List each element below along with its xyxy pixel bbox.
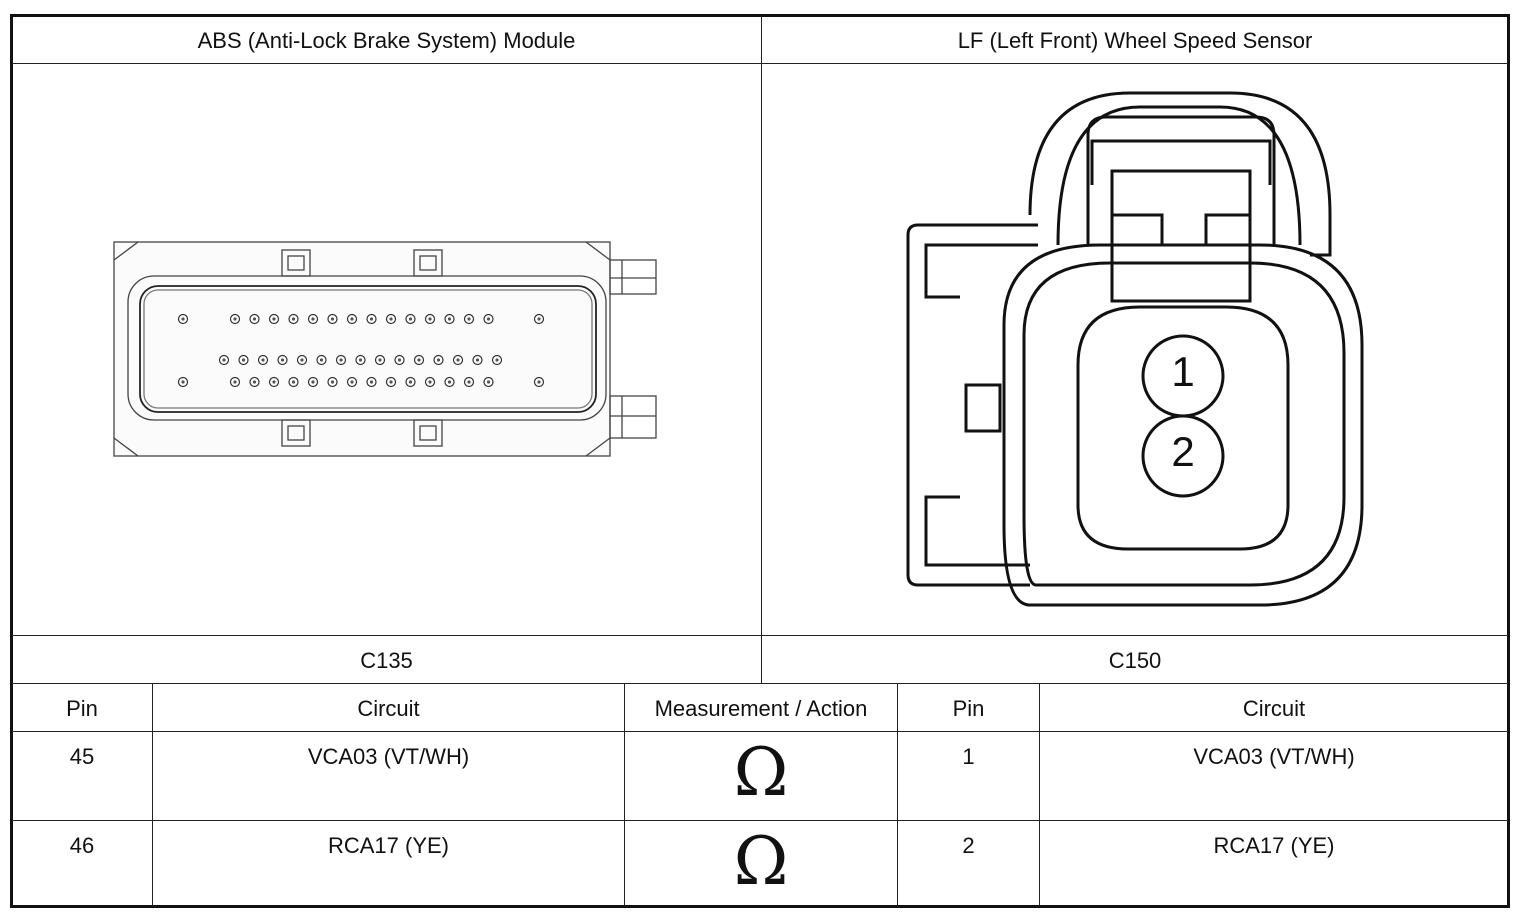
abs-module-title: ABS (Anti-Lock Brake System) Module <box>197 28 576 53</box>
abs-pin-cavity-center <box>222 358 226 362</box>
abs-pin-cavity-center <box>252 317 257 321</box>
abs-pin-cavity-center <box>389 380 393 384</box>
abs-pin-cavity-center <box>369 317 374 321</box>
abs-pin-cavity-center <box>181 317 185 321</box>
abs-pin-cavity-center <box>436 358 441 362</box>
sensor-pin-1-label: 1 <box>1171 348 1195 395</box>
abs-pin-cavity-center <box>408 317 413 321</box>
abs-pin-cavity-center <box>475 358 480 362</box>
table-header-divider <box>12 731 1508 732</box>
row2-pin-b: 2 <box>962 833 975 858</box>
table-row-divider <box>12 820 1508 821</box>
abs-pin-cavity-center <box>537 317 541 321</box>
abs-pin-cavity-center <box>280 358 285 362</box>
table-col-divider-1 <box>152 683 153 906</box>
header-circuit-b: Circuit <box>1242 696 1306 721</box>
table-col-divider-4 <box>1039 683 1040 906</box>
table-col-divider-3 <box>897 683 898 906</box>
abs-connector-id: C135 <box>360 648 413 673</box>
abs-pin-cavity-center <box>495 358 499 362</box>
abs-pin-cavity-center <box>408 380 413 384</box>
row2-circuit-a: RCA17 (YE) <box>327 833 450 858</box>
abs-pin-cavity-center <box>330 317 335 321</box>
abs-pin-cavity-center <box>272 317 276 321</box>
row2-pin-a: 46 <box>69 833 95 858</box>
abs-pin-cavity-center <box>311 317 315 321</box>
abs-pin-cavity-center <box>261 358 265 362</box>
abs-pin-cavity-center <box>428 317 432 321</box>
abs-pin-cavity-center <box>428 380 432 384</box>
sensor-pin-2-label: 2 <box>1171 428 1195 475</box>
abs-pin-cavity-center <box>233 380 237 384</box>
abs-pin-cavity-center <box>300 358 304 362</box>
abs-pin-cavity-center <box>397 358 402 362</box>
abs-pin-cavity-center <box>252 380 257 384</box>
row1-circuit-b: VCA03 (VT/WH) <box>1193 744 1355 769</box>
header-measurement-action: Measurement / Action <box>654 696 868 721</box>
abs-pin-cavity-center <box>291 380 296 384</box>
header-pin-a: Pin <box>66 696 98 721</box>
abs-pin-cavity-center <box>233 317 237 321</box>
row1-pin-a: 45 <box>69 744 95 769</box>
abs-pin-cavity-center <box>319 358 324 362</box>
abs-pin-cavity-center <box>330 380 335 384</box>
abs-pin-cavity-center <box>241 358 246 362</box>
abs-pin-cavity-center <box>447 317 452 321</box>
abs-pin-cavity-center <box>447 380 452 384</box>
header-circuit-a: Circuit <box>357 696 420 721</box>
abs-pin-cavity-center <box>467 317 471 321</box>
abs-pin-cavity-center <box>417 358 421 362</box>
abs-pin-cavity-center <box>467 380 471 384</box>
abs-pin-cavity-center <box>456 358 460 362</box>
row2-circuit-b: RCA17 (YE) <box>1213 833 1335 858</box>
abs-module-connector-drawing <box>113 241 657 457</box>
abs-pin-cavity-center <box>389 317 393 321</box>
abs-pin-cavity-center <box>537 380 541 384</box>
row2-ohm-symbol: Ω <box>733 823 789 900</box>
wheel-speed-sensor-title: LF (Left Front) Wheel Speed Sensor <box>957 28 1313 53</box>
header-pin-b: Pin <box>952 696 985 721</box>
abs-pin-cavity-center <box>181 380 185 384</box>
row1-ohm-symbol: Ω <box>733 734 789 811</box>
abs-pin-cavity-center <box>378 358 382 362</box>
abs-pin-cavity-center <box>350 380 354 384</box>
table-col-divider-2 <box>624 683 625 906</box>
abs-pin-cavity-center <box>358 358 363 362</box>
sensor-connector-id: C150 <box>1108 648 1162 673</box>
abs-pin-cavity-center <box>339 358 343 362</box>
abs-pin-cavity-center <box>291 317 296 321</box>
upper-center-divider <box>761 16 762 684</box>
image-divider <box>12 635 1508 636</box>
abs-pin-cavity-center <box>311 380 315 384</box>
row1-pin-b: 1 <box>962 744 975 769</box>
abs-pin-cavity-center <box>486 380 491 384</box>
header-divider <box>12 63 1508 64</box>
diagram-frame <box>10 14 1510 908</box>
abs-pin-cavity-center <box>272 380 276 384</box>
connector-id-divider <box>12 683 1508 684</box>
row1-circuit-a: VCA03 (VT/WH) <box>307 744 470 769</box>
abs-pin-cavity-center <box>486 317 491 321</box>
wheel-speed-sensor-connector-drawing <box>906 91 1364 607</box>
abs-pin-cavity-center <box>369 380 374 384</box>
abs-pin-cavity-center <box>350 317 354 321</box>
